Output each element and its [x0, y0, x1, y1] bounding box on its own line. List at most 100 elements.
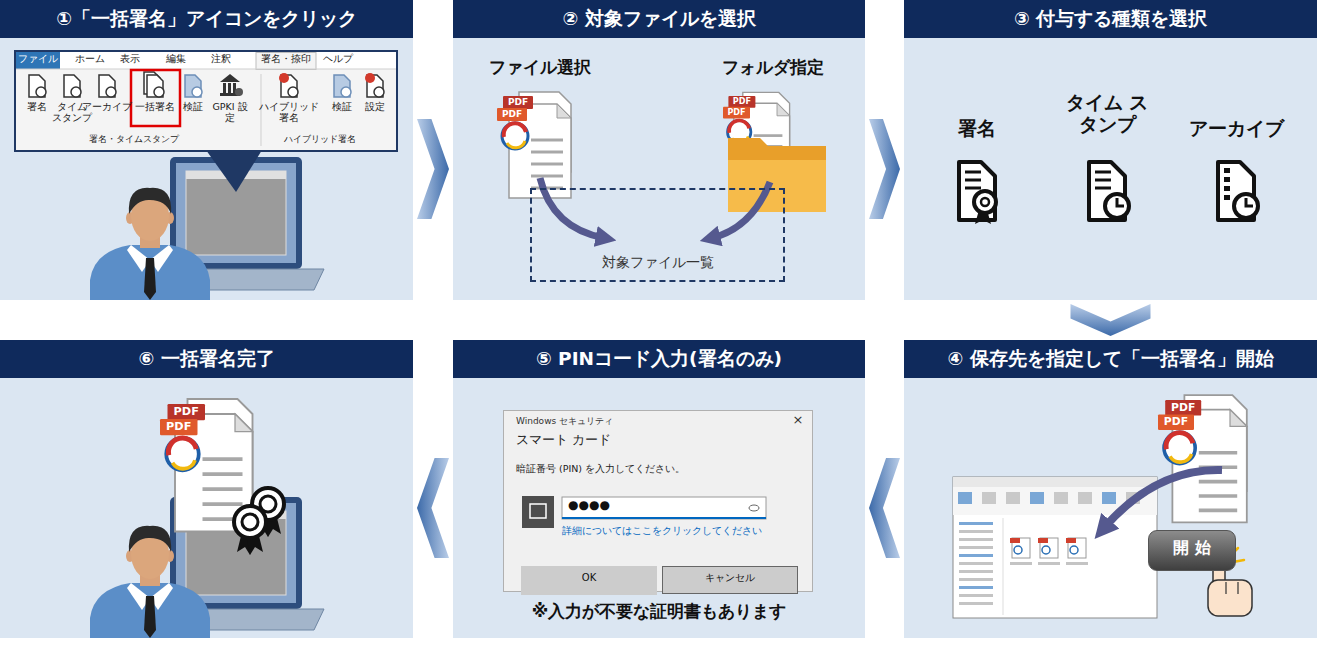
file-badge [1010, 538, 1020, 543]
panel-body [453, 340, 865, 638]
tab-rule [16, 69, 396, 70]
folder-back [728, 138, 826, 212]
ribbon-label: 検証 [179, 102, 207, 113]
file-tab [16, 52, 60, 69]
seal [974, 191, 996, 213]
text-line [1199, 509, 1237, 513]
step-panel: ①「一括署名」アイコンをクリックファイルホーム表示編集注釈署名・捺印ヘルプ署名タ… [0, 0, 413, 300]
flow-chevron [417, 119, 449, 219]
dialog-text: ●●●● [568, 499, 718, 513]
step-panel: ⑥ 一括署名完了 [0, 340, 413, 638]
text-line [1199, 451, 1237, 455]
dialog-text: Windows セキュリティ [516, 416, 716, 426]
ribbon-label: GPKI 設定 [212, 102, 248, 124]
gear [235, 88, 243, 96]
panel-body [453, 0, 865, 300]
pdf-badge [1158, 414, 1194, 430]
seal-rosette [234, 506, 266, 555]
document-outline [959, 162, 995, 220]
window-titlebar [953, 477, 1157, 487]
pdf-badge-label: PDF [1158, 414, 1194, 430]
nav-item [959, 538, 993, 541]
doc-badge [154, 87, 164, 97]
page-fold [235, 414, 253, 432]
pdf-badge [160, 419, 198, 435]
person [90, 526, 210, 638]
window-frame [953, 477, 1157, 618]
dialog-button: OK [521, 566, 657, 595]
panel-heading: ⑤ PINコード入力(署名のみ) [453, 340, 865, 378]
doc [99, 75, 115, 97]
nav-item [959, 578, 993, 581]
pane-divider [1003, 518, 1004, 615]
folder-front [728, 160, 826, 212]
file-logo [1070, 546, 1078, 554]
pdf-badge [497, 108, 527, 121]
nav-item [959, 522, 993, 525]
nav-item [959, 570, 993, 573]
highlight-frame [131, 70, 180, 126]
flow-chevron [417, 458, 449, 558]
doc-badge [71, 87, 81, 97]
person-hair [129, 188, 171, 214]
file-badge [1038, 538, 1048, 543]
ribbon-icon [334, 75, 351, 97]
text-line [1199, 480, 1237, 484]
logo-ring [166, 438, 199, 471]
item-label: ファイル選択 [470, 58, 610, 78]
panel-header-band [453, 0, 865, 38]
ribbon-label: ホーム [70, 54, 110, 65]
dialog-text: 詳細についてはここをクリックしてください [562, 526, 802, 537]
logo-swirl [507, 141, 525, 148]
building-pillar [228, 83, 231, 93]
building-roof [220, 74, 240, 82]
doc-badge [341, 87, 351, 97]
pdf-badge-label: PDF [503, 96, 533, 109]
file-name-line [1010, 562, 1032, 565]
panel-header-band [453, 340, 865, 378]
pdf-document-icon [497, 92, 571, 198]
item-label: アーカイブ [1171, 118, 1301, 140]
doc [64, 75, 80, 97]
ribbon-label: ハイブリッド署名 [265, 134, 375, 144]
ribbon-icon [185, 75, 202, 97]
doc [29, 75, 45, 97]
logo-ring [1164, 432, 1195, 463]
text-line [203, 472, 243, 476]
ribbon-label: 設定 [361, 102, 389, 113]
zipper [1224, 177, 1230, 182]
rosette [234, 506, 266, 538]
start-button: 開 始 [1148, 530, 1236, 571]
zipper [1224, 186, 1230, 191]
reveal-eye [749, 505, 759, 511]
hybrid-dot [279, 73, 289, 83]
window-tool-icon [958, 492, 972, 504]
page-fold [1230, 410, 1247, 427]
file-logo [1014, 546, 1022, 554]
ribbon-label: 一括署名 [132, 102, 178, 113]
pin-input [562, 497, 766, 519]
ribbon-icon [279, 73, 298, 97]
text-line [1095, 171, 1111, 174]
window-tool-icon [1030, 492, 1044, 504]
explorer-window [953, 477, 1157, 618]
nav-item [959, 602, 993, 605]
panel-header-band [0, 340, 413, 378]
window-tool-icon [1054, 492, 1068, 504]
ribbon-icon [29, 75, 46, 97]
text-line [965, 187, 981, 190]
person-tie [144, 258, 156, 300]
flow-chevron [1071, 304, 1151, 336]
knuckle [1225, 582, 1226, 594]
panel-body [904, 0, 1317, 300]
drop-zone-label: 対象ファイル一覧 [532, 254, 783, 270]
person-hair [129, 526, 171, 552]
ribbon-label: 編集 [161, 54, 191, 65]
pin-dialog: Windows セキュリティ×スマート カード暗証番号 (PIN) を入力してく… [503, 410, 813, 592]
doc [334, 75, 350, 97]
text-line [1095, 179, 1111, 182]
building-pillar [223, 83, 226, 93]
panel-header-band [904, 0, 1317, 38]
nav-item [959, 530, 993, 533]
